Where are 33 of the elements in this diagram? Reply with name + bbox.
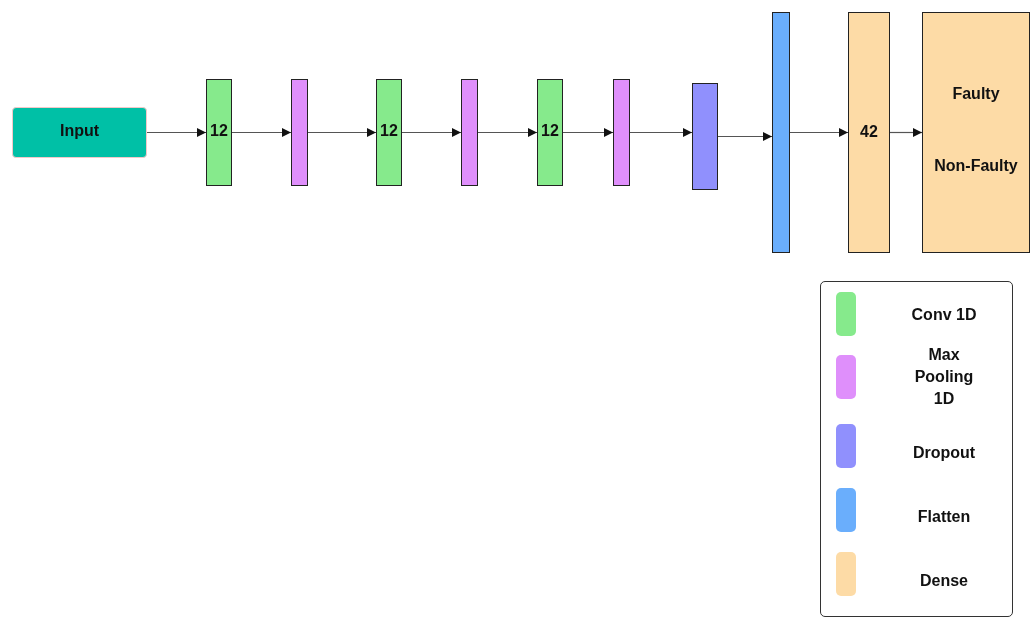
layer-bar [461, 79, 478, 186]
class-label: Faulty [951, 85, 1001, 103]
legend-label: Dropout [911, 443, 977, 463]
arrow [889, 128, 923, 137]
unit-count: 42 [859, 123, 879, 141]
arrow [477, 128, 538, 137]
layer-bar [922, 12, 1030, 253]
legend-label: Max Pooling 1D [913, 345, 975, 409]
layer-bar [376, 79, 402, 186]
arrow [401, 128, 462, 137]
legend-label: Conv 1D [910, 305, 978, 325]
layer-bar [291, 79, 308, 186]
layer-bar [848, 12, 890, 253]
arrow [231, 128, 292, 137]
class-label: Non-Faulty [933, 157, 1019, 175]
unit-count: 12 [209, 122, 229, 140]
input-label: Input [58, 122, 101, 140]
layer-bar [613, 79, 630, 186]
arrow [789, 128, 849, 137]
layer-bar [206, 79, 232, 186]
layer-bar [772, 12, 790, 253]
layer-bar [537, 79, 563, 186]
input-box [12, 107, 147, 158]
layer-bar [692, 83, 718, 190]
arrow [562, 128, 614, 137]
arrow [307, 128, 377, 137]
unit-count: 12 [540, 122, 560, 140]
legend-label: Dense [919, 571, 969, 591]
legend-label: Flatten [916, 507, 972, 527]
arrow [629, 128, 693, 137]
arrow [717, 132, 773, 141]
arrow [146, 128, 207, 137]
unit-count: 12 [379, 122, 399, 140]
